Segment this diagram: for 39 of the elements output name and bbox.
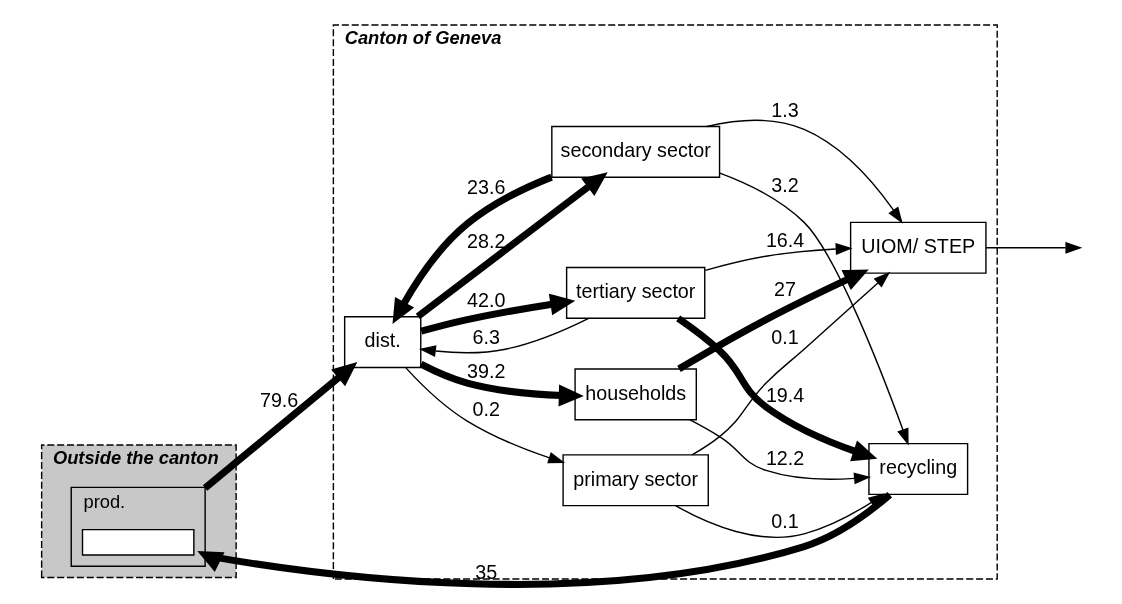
arrow bbox=[984, 241, 1082, 254]
edge-label: 0.2 bbox=[472, 397, 500, 420]
arrow bbox=[718, 172, 909, 446]
node-box: recycling bbox=[867, 442, 968, 496]
arrow bbox=[418, 317, 589, 357]
edge-label: 79.6 bbox=[259, 389, 298, 412]
node-box bbox=[81, 528, 195, 556]
arrow bbox=[418, 361, 584, 407]
edge-label: 42.0 bbox=[466, 289, 505, 312]
edge-label: 28.2 bbox=[466, 230, 505, 253]
edge-label: 3.2 bbox=[770, 173, 799, 196]
arrow bbox=[419, 293, 575, 335]
edge-label: 12.2 bbox=[765, 447, 804, 470]
arrow bbox=[690, 271, 890, 456]
edge-label: 0.1 bbox=[770, 325, 799, 348]
arrow bbox=[404, 367, 565, 464]
node-box: primary sector bbox=[561, 454, 709, 507]
arrow bbox=[675, 315, 877, 462]
arrow bbox=[202, 361, 357, 491]
cluster: prod. bbox=[70, 486, 206, 567]
edge-label: 0.1 bbox=[770, 510, 799, 533]
arrow bbox=[415, 172, 608, 320]
arrow bbox=[704, 243, 853, 272]
edge-label: 23.6 bbox=[466, 176, 505, 199]
edge-label: 1.3 bbox=[770, 98, 799, 121]
arrow bbox=[392, 173, 553, 325]
edge-label: 6.3 bbox=[472, 325, 500, 348]
arrow bbox=[676, 269, 869, 372]
node-box: dist. bbox=[343, 316, 421, 369]
node-box: households bbox=[573, 368, 697, 421]
node-box: tertiary sector bbox=[565, 266, 705, 319]
edge-label: 16.4 bbox=[765, 228, 804, 251]
edge-label: 27 bbox=[773, 277, 796, 300]
arrow bbox=[688, 419, 871, 485]
node-box: UIOM/ STEP bbox=[849, 221, 987, 274]
arrow bbox=[705, 119, 903, 224]
node-box: secondary sector bbox=[550, 125, 720, 178]
edge-label: 39.2 bbox=[466, 359, 505, 382]
edge-label: 19.4 bbox=[765, 383, 804, 406]
